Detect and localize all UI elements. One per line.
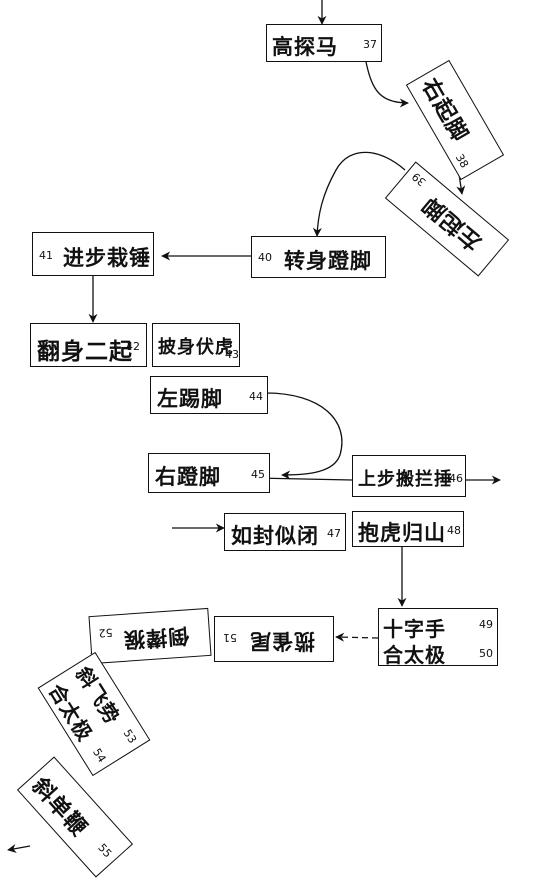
node-number-54: 54: [90, 746, 109, 765]
arrow-out-55: [7, 844, 31, 854]
node-label: 抱虎归山: [358, 520, 446, 545]
node-number: 48: [447, 524, 461, 537]
node-label: 上步搬拦捶: [358, 469, 453, 490]
arrow-37-38: [365, 61, 409, 108]
node-45: 右蹬脚 45: [148, 453, 270, 493]
node-label: 进步栽锤: [63, 245, 151, 270]
node-41: 进步栽锤 41: [32, 232, 154, 276]
node-number: 40: [258, 251, 272, 264]
node-42: 翻身二起 42: [30, 323, 147, 367]
node-number: 41: [39, 249, 53, 262]
arrow-45-46: [254, 477, 353, 481]
node-number: 44: [249, 390, 263, 403]
node-40: 转身蹬脚 40: [251, 236, 386, 278]
node-number: 39: [409, 169, 429, 189]
node-43: 披身伏虎 43: [152, 323, 240, 367]
node-label: 转身蹬脚: [284, 248, 372, 273]
node-52: 倒撵猴 52: [88, 607, 212, 665]
node-number: 47: [327, 527, 341, 540]
node-label: 如封似闭: [231, 523, 319, 548]
node-number-53: 53: [120, 727, 140, 746]
node-number: 45: [251, 468, 265, 481]
node-number: 55: [95, 841, 115, 861]
node-label: 左踢脚: [157, 386, 223, 411]
node-number: 42: [126, 340, 140, 353]
node-label: 倒撵猴: [122, 623, 190, 653]
node-label-50: 合太极: [383, 643, 446, 667]
node-number: 37: [363, 38, 377, 51]
arrow-44-45: [265, 392, 343, 480]
node-label: 揽雀尾: [249, 629, 315, 654]
arrow-49-51: [335, 632, 379, 642]
node-number-50: 50: [479, 647, 493, 660]
arrow-39-40: [312, 151, 406, 237]
node-49-50: 十字手 49 合太极 50: [378, 608, 498, 667]
node-number: 51: [223, 631, 237, 644]
node-number: 46: [449, 472, 463, 485]
node-label-49: 十字手: [383, 617, 446, 641]
node-44: 左踢脚 44: [150, 376, 268, 414]
node-number: 43: [225, 348, 239, 361]
node-48: 抱虎归山 48: [352, 511, 464, 547]
node-47: 如封似闭 47: [224, 513, 346, 551]
node-number: 38: [452, 151, 472, 171]
node-number: 52: [98, 625, 114, 640]
node-label: 披身伏虎: [158, 337, 234, 358]
node-label: 右蹬脚: [155, 464, 221, 489]
node-46: 上步搬拦捶 46: [352, 455, 466, 497]
node-label: 高探马: [272, 34, 338, 59]
node-37: 高探马 37: [266, 24, 382, 62]
node-number-49: 49: [479, 618, 493, 631]
node-51: 揽雀尾 51: [214, 616, 334, 662]
node-label: 翻身二起: [37, 338, 133, 365]
